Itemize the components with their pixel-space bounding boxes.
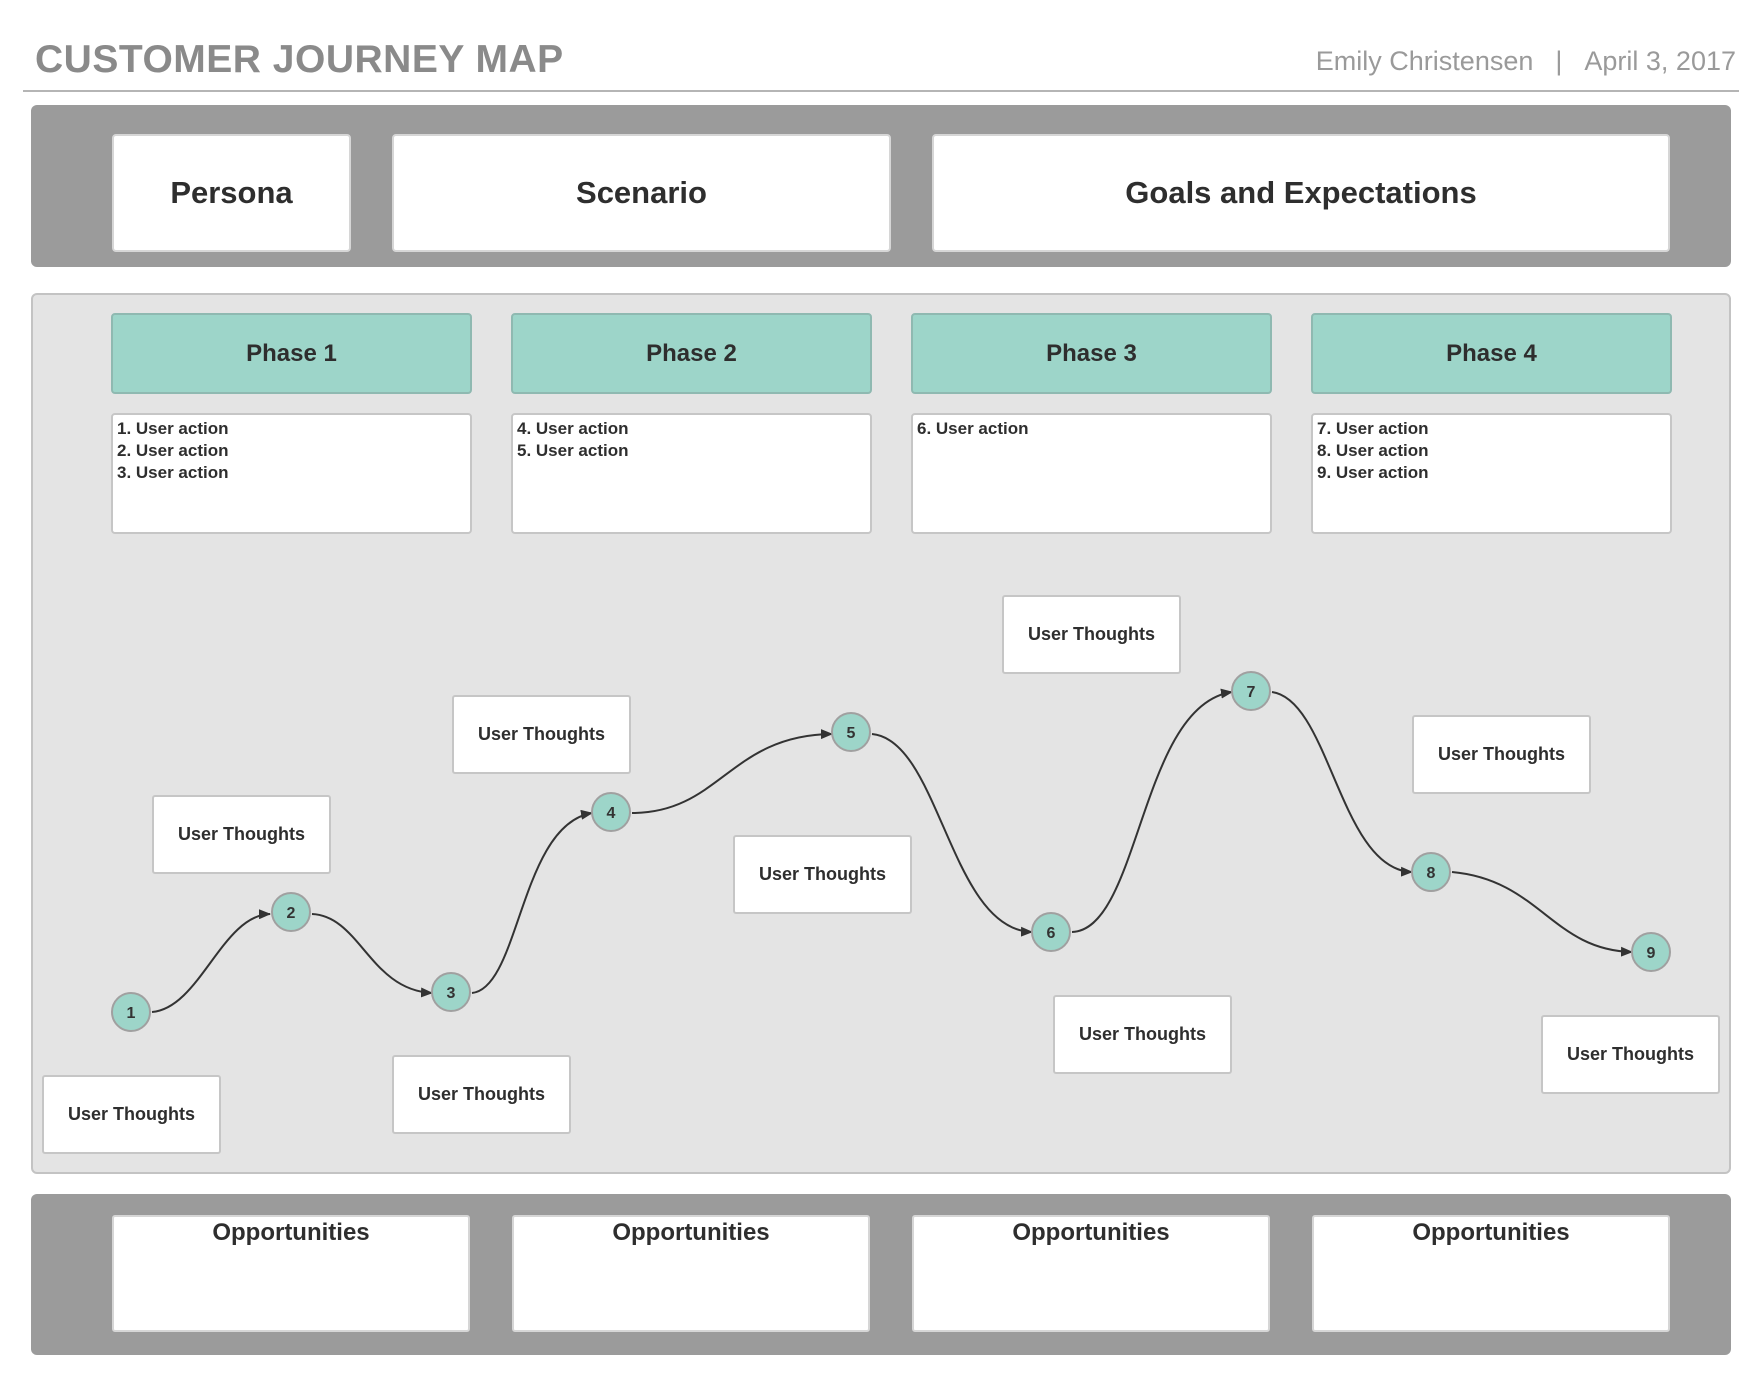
journey-segment-2-3 [311,913,433,998]
journey-step-9 [1631,932,1671,972]
page-title: CUSTOMER JOURNEY MAP [35,38,564,81]
scenario-card[interactable]: Scenario [392,134,891,252]
user-thoughts-8[interactable]: User Thoughts [1412,715,1591,794]
journey-step-label: 6 [1047,925,1056,942]
journey-step-1 [111,992,151,1032]
journey-step-label: 7 [1247,684,1256,701]
journey-segment-7-8 [1271,691,1413,877]
phase-4-header[interactable]: Phase 4 [1311,313,1672,394]
meta-separator: | [1555,46,1563,76]
opportunities-card-3[interactable]: Opportunities [912,1215,1270,1332]
persona-card[interactable]: Persona [112,134,351,252]
journey-step-2 [271,892,311,932]
phase-2-header[interactable]: Phase 2 [511,313,872,394]
journey-step-label: 4 [607,805,616,822]
journey-step-label: 8 [1427,865,1436,882]
phase-3-actions[interactable]: 6. User action [911,413,1272,534]
phase-3-header[interactable]: Phase 3 [911,313,1272,394]
journey-segment-1-2 [151,909,271,1013]
user-thoughts-9[interactable]: User Thoughts [1541,1015,1720,1094]
user-thoughts-6[interactable]: User Thoughts [1002,595,1181,674]
action-item: 7. User action [1317,419,1429,438]
author-name: Emily Christensen [1315,46,1534,76]
opportunities-card-2[interactable]: Opportunities [512,1215,870,1332]
journey-step-label: 2 [287,905,296,922]
user-thoughts-4[interactable]: User Thoughts [452,695,631,774]
journey-step-label: 3 [447,985,456,1002]
journey-step-label: 1 [127,1005,136,1022]
journey-segment-6-7 [1071,688,1233,933]
action-item: 4. User action [517,419,629,438]
phase-1-header[interactable]: Phase 1 [111,313,472,394]
journey-step-3 [431,972,471,1012]
phase-2-actions[interactable]: 4. User action 5. User action [511,413,872,534]
opportunities-card-4[interactable]: Opportunities [1312,1215,1670,1332]
action-item: 9. User action [1317,463,1429,482]
date-label: April 3, 2017 [1584,46,1736,76]
journey-step-5 [831,712,871,752]
action-item: 8. User action [1317,441,1429,460]
phase-4-actions[interactable]: 7. User action 8. User action 9. User ac… [1311,413,1672,534]
journey-step-4 [591,792,631,832]
user-thoughts-3[interactable]: User Thoughts [392,1055,571,1134]
journey-step-6 [1031,912,1071,952]
goals-card[interactable]: Goals and Expectations [932,134,1670,252]
journey-segment-3-4 [471,809,593,994]
header-meta: Emily Christensen | April 3, 2017 [1316,46,1736,77]
journey-segment-8-9 [1451,871,1633,957]
journey-step-7 [1231,671,1271,711]
journey-segment-4-5 [631,729,833,814]
action-item: 6. User action [917,419,1029,438]
action-item: 1. User action [117,419,229,438]
journey-step-8 [1411,852,1451,892]
action-item: 2. User action [117,441,229,460]
journey-step-label: 5 [847,725,856,742]
user-thoughts-1[interactable]: User Thoughts [42,1075,221,1154]
journey-segment-5-6 [871,733,1033,937]
user-thoughts-5[interactable]: User Thoughts [733,835,912,914]
action-item: 3. User action [117,463,229,482]
header-divider [23,90,1739,92]
opportunities-card-1[interactable]: Opportunities [112,1215,470,1332]
phase-1-actions[interactable]: 1. User action 2. User action 3. User ac… [111,413,472,534]
action-item: 5. User action [517,441,629,460]
user-thoughts-7[interactable]: User Thoughts [1053,995,1232,1074]
user-thoughts-2[interactable]: User Thoughts [152,795,331,874]
journey-step-label: 9 [1647,945,1656,962]
